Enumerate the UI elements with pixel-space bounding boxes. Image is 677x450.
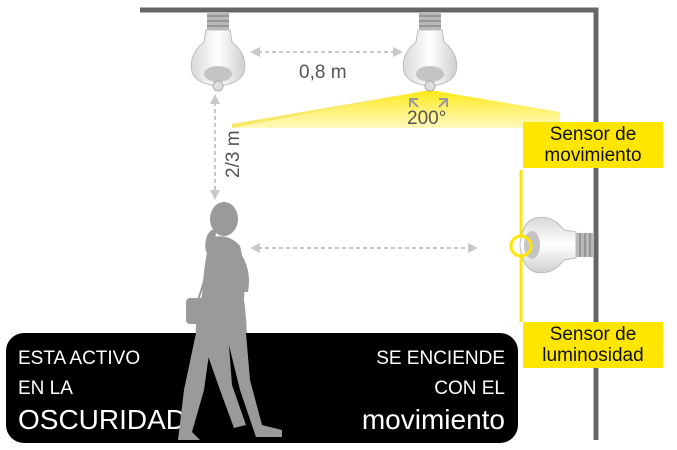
angle-label: 200° — [407, 108, 447, 129]
banner-left-line1: ESTA ACTIVO — [18, 348, 141, 369]
room-wall — [140, 7, 599, 440]
banner-left-line2: EN LA — [18, 378, 73, 399]
light-bulb-icon — [190, 12, 246, 92]
banner-right-line3: movimiento — [361, 404, 505, 435]
light-sensor-label: Sensor de luminosidad — [523, 322, 663, 368]
distance-arrow — [214, 51, 470, 249]
info-banner — [6, 333, 518, 443]
motion-sensor-label: Sensor de movimiento — [523, 122, 663, 168]
light-sensor-line2: luminosidad — [542, 345, 644, 366]
banner-left-line3: OSCURIDAD — [18, 404, 187, 435]
light-bulb-icon — [402, 12, 458, 92]
motion-sensor-line1: Sensor de — [549, 124, 637, 145]
motion-beam — [232, 90, 560, 128]
motion-sensor-line2: movimiento — [544, 145, 642, 166]
banner-right-line2: CON EL — [434, 378, 505, 399]
arrow-heads — [210, 47, 478, 253]
distance-label: 0,8 m — [299, 62, 347, 83]
sensor-connector — [509, 170, 533, 322]
angle-icon — [409, 98, 448, 108]
light-sensor-line1: Sensor de — [549, 324, 637, 345]
banner-right-line1: SE ENCIENDE — [376, 348, 505, 369]
